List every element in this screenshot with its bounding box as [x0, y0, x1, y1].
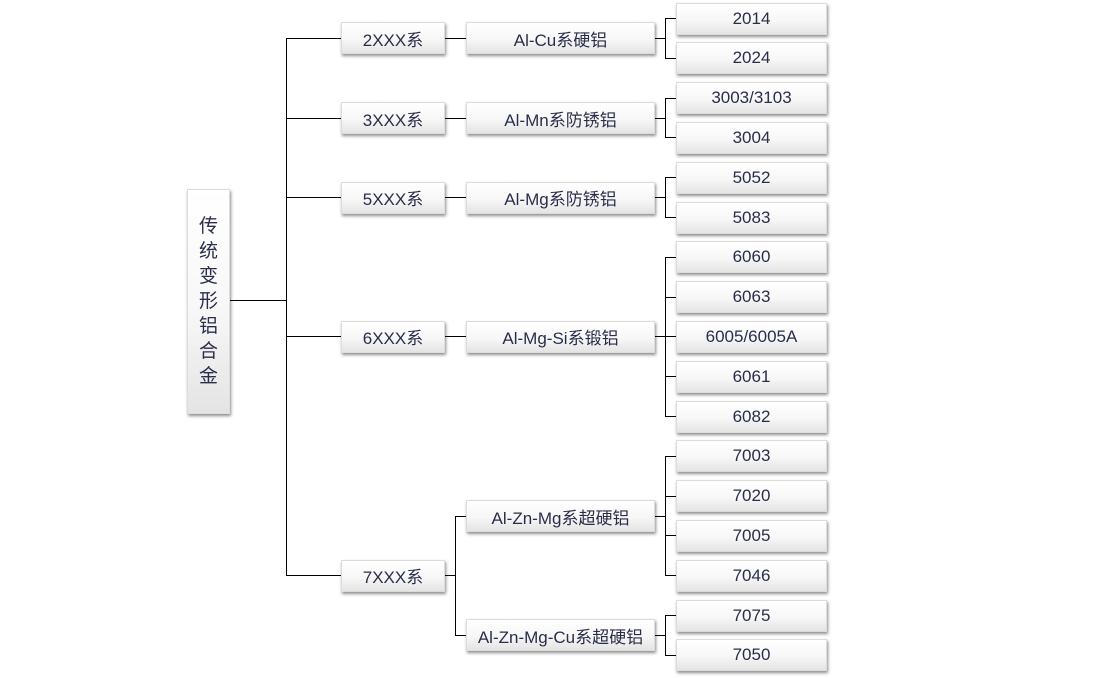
grade-node: 7003: [676, 440, 827, 473]
grade-node: 2014: [676, 2, 827, 35]
connector-line: [665, 575, 676, 577]
connector-line: [665, 336, 676, 338]
connector-line: [664, 615, 666, 656]
connector-line: [286, 575, 341, 577]
connector-line: [665, 177, 676, 179]
grade-node: 3004: [676, 121, 827, 154]
root-char: 变: [198, 265, 218, 287]
connector-line: [664, 177, 666, 218]
connector-line: [454, 516, 456, 636]
alloy-group-node: Al-Mg系防锈铝: [466, 181, 655, 214]
connector-line: [665, 455, 676, 457]
series-node: 6XXX系: [341, 320, 445, 353]
root-char: 形: [198, 290, 218, 312]
connector-line: [664, 456, 666, 576]
grade-node: 6061: [676, 360, 827, 393]
connector-line: [665, 296, 676, 298]
alloy-group-node: Al-Mn系防锈铝: [466, 102, 655, 134]
connector-line: [445, 575, 455, 577]
grade-node: 2024: [676, 42, 827, 75]
connector-line: [665, 615, 676, 616]
grade-node: 6005/6005A: [676, 320, 827, 353]
grade-node: 7020: [676, 480, 827, 513]
alloy-group-node: Al-Zn-Mg-Cu系超硬铝: [466, 619, 655, 652]
connector-line: [665, 97, 676, 99]
grade-node: 6060: [676, 241, 827, 274]
connector-line: [665, 217, 676, 218]
connector-line: [655, 515, 665, 517]
connector-line: [445, 37, 466, 39]
connector-line: [455, 634, 466, 636]
connector-line: [665, 256, 676, 258]
root-connector: [230, 299, 286, 301]
connector-line: [665, 495, 676, 497]
grade-node: 5083: [676, 201, 827, 234]
connector-line: [286, 37, 341, 39]
connector-line: [665, 376, 676, 378]
connector-line: [655, 37, 665, 39]
connector-line: [664, 18, 666, 59]
trunk-line: [285, 38, 287, 576]
connector-line: [455, 515, 466, 517]
connector-line: [286, 336, 341, 338]
alloy-group-node: Al-Cu系硬铝: [466, 22, 655, 55]
grade-node: 3003/3103: [676, 82, 827, 115]
connector-line: [665, 654, 676, 656]
root-node: 传 统 变 形 铝 合 金: [187, 189, 230, 414]
grade-node: 7075: [676, 599, 827, 632]
root-char: 统: [198, 240, 218, 262]
connector-line: [655, 117, 665, 119]
root-char: 金: [198, 365, 218, 387]
connector-line: [286, 197, 341, 199]
connector-line: [655, 634, 665, 636]
connector-line: [286, 117, 341, 119]
grade-node: 7046: [676, 559, 827, 592]
connector-line: [665, 18, 676, 19]
grade-node: 5052: [676, 161, 827, 194]
connector-line: [665, 535, 676, 537]
connector-line: [665, 57, 676, 59]
connector-line: [664, 257, 666, 417]
grade-node: 6082: [676, 400, 827, 433]
root-char: 传: [198, 215, 218, 237]
alloy-group-node: Al-Zn-Mg系超硬铝: [466, 500, 655, 532]
grade-node: 6063: [676, 281, 827, 314]
series-node: 7XXX系: [341, 559, 445, 592]
connector-line: [665, 137, 676, 139]
series-node: 5XXX系: [341, 181, 445, 214]
grade-node: 7050: [676, 639, 827, 672]
connector-line: [445, 197, 466, 199]
connector-line: [664, 98, 666, 138]
connector-line: [445, 117, 466, 119]
root-char: 合: [198, 340, 218, 362]
connector-line: [655, 197, 665, 199]
root-char: 铝: [198, 315, 218, 337]
series-node: 2XXX系: [341, 22, 445, 55]
connector-line: [655, 336, 665, 338]
grade-node: 7005: [676, 519, 827, 552]
connector-line: [665, 416, 676, 417]
series-node: 3XXX系: [341, 102, 445, 134]
alloy-group-node: Al-Mg-Si系锻铝: [466, 320, 655, 353]
connector-line: [445, 336, 466, 338]
